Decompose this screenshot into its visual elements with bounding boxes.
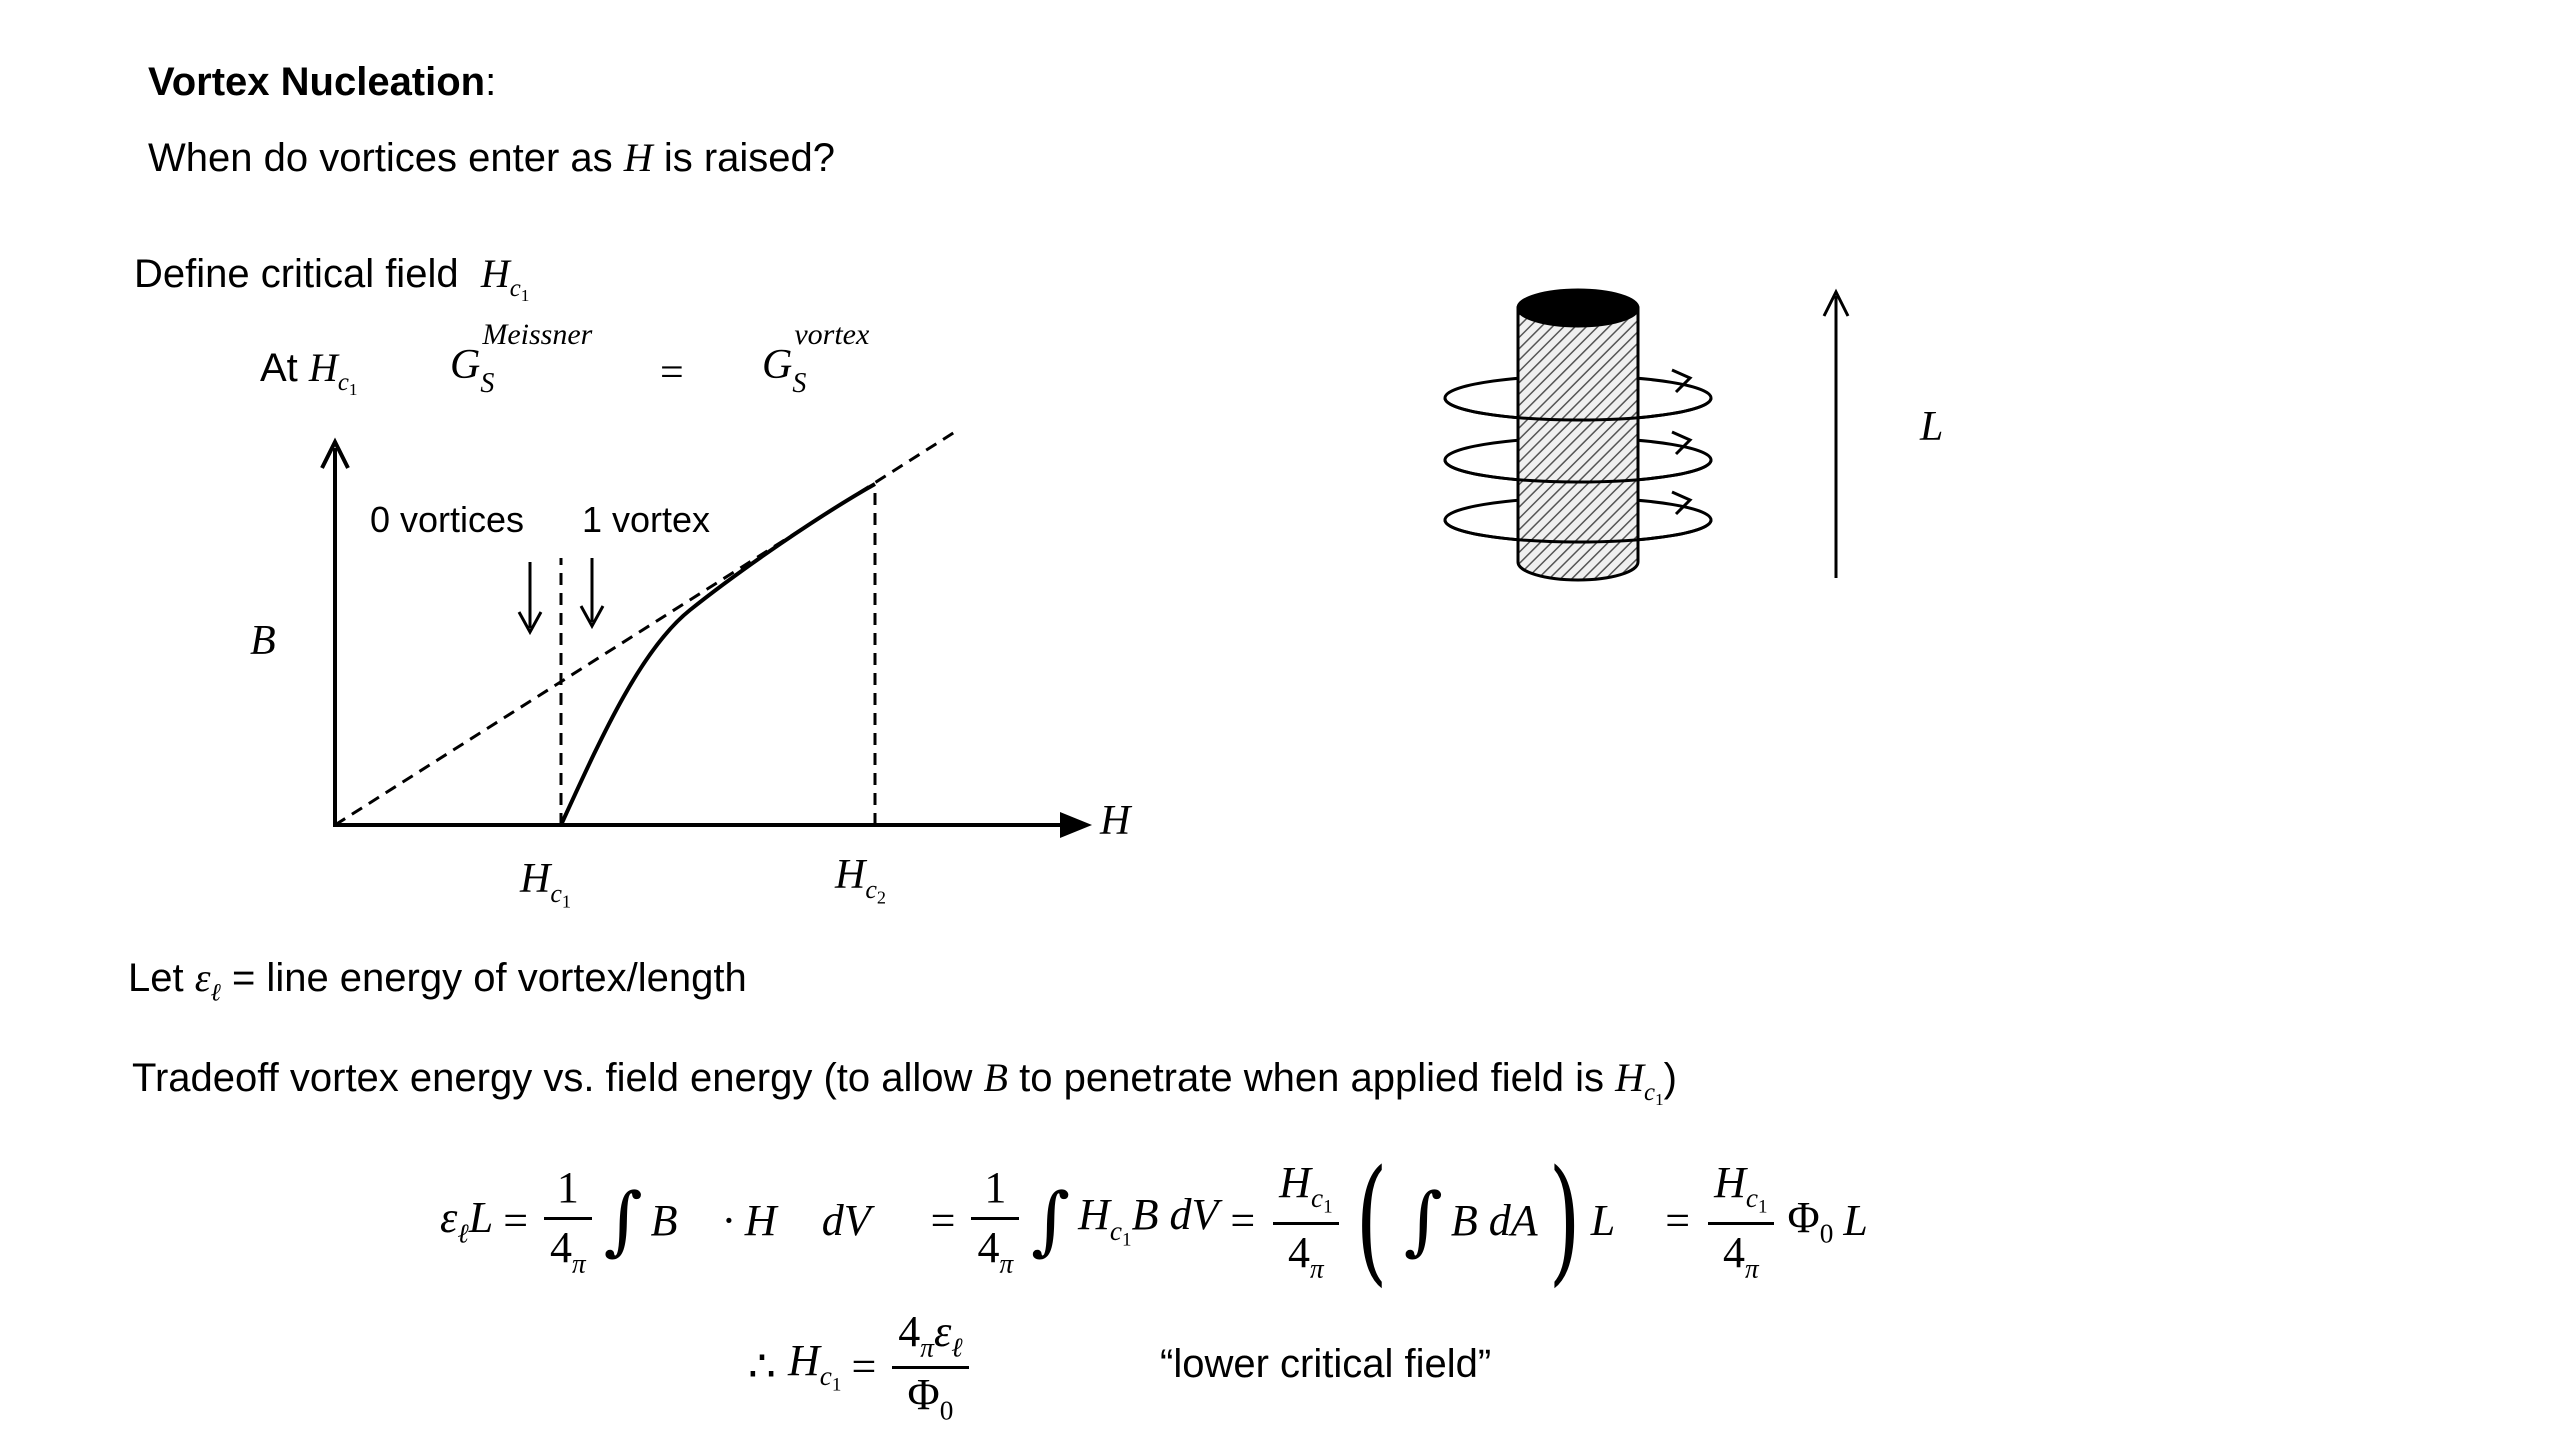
- label-one-vortex: 1 vortex: [582, 502, 710, 538]
- x-axis-label: H: [1100, 800, 1130, 842]
- hc1-tick-label: Hc1: [520, 858, 571, 911]
- loop-arrow-2: [1672, 432, 1690, 454]
- loop-arrow-1: [1672, 370, 1690, 392]
- y-axis-label: B: [250, 620, 276, 662]
- length-label: L: [1920, 406, 1943, 448]
- cylinder-top: [1518, 290, 1638, 326]
- x-axis-arrowhead: [1060, 812, 1092, 838]
- lower-critical-field-label: “lower critical field”: [1160, 1344, 1491, 1384]
- loop-arrow-3: [1672, 492, 1690, 514]
- tradeoff-line: Tradeoff vortex energy vs. field energy …: [132, 1058, 1677, 1109]
- let-line: Let εℓ = line energy of vortex/length: [128, 958, 747, 1006]
- hc2-tick-label: Hc2: [835, 854, 886, 907]
- label-zero-vortices: 0 vortices: [370, 502, 524, 538]
- cylinder-body: [1518, 308, 1638, 580]
